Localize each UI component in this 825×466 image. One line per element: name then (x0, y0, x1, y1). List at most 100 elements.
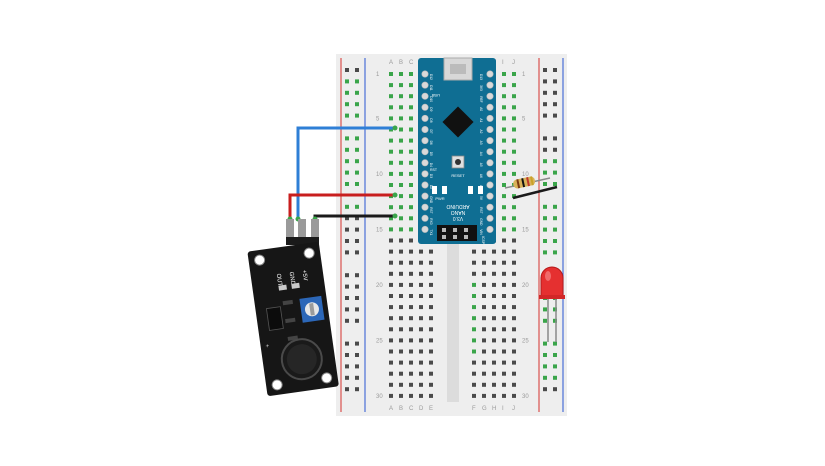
nano-pin (486, 137, 494, 145)
rail-hole (553, 307, 557, 312)
column-letter: E (429, 406, 433, 412)
hole (409, 205, 413, 210)
hole (482, 271, 486, 276)
rail-hole (345, 159, 349, 164)
hole (399, 149, 403, 154)
hole (409, 382, 413, 387)
hole (389, 205, 393, 210)
hole (409, 227, 413, 232)
icsp-label: ICSP (481, 236, 485, 245)
nano-pin-label: D13 (479, 74, 483, 80)
column-letter: D (419, 406, 424, 412)
hole (482, 360, 486, 365)
hole (512, 249, 516, 254)
board-name-line3: V3.0 (453, 215, 464, 221)
hole (482, 327, 486, 332)
nano-pin-label: D4 (429, 163, 433, 167)
hole (389, 83, 393, 88)
rail-hole (345, 147, 349, 152)
row-number: 25 (522, 338, 529, 344)
hole (502, 294, 506, 298)
hole (502, 105, 506, 110)
rail-hole (543, 387, 547, 392)
hole (399, 316, 403, 321)
rail-hole (355, 284, 359, 289)
sound-sensor-module[interactable]: OUT GND +5V + (247, 219, 339, 396)
sensor-label-gnd: GND (288, 271, 296, 286)
rail-hole (543, 113, 547, 118)
nano-pin (421, 126, 429, 134)
hole (429, 249, 433, 254)
rail-hole (543, 353, 547, 357)
row-number: 5 (522, 116, 526, 122)
row-number: 10 (376, 172, 383, 178)
rail-hole (543, 159, 547, 164)
hole (512, 371, 516, 376)
nano-pin (421, 70, 429, 78)
nano-pin-label: GND (479, 218, 483, 226)
rail-hole (345, 387, 349, 392)
rail-hole (553, 147, 557, 152)
nano-pin-label: RST (479, 207, 483, 213)
row-number: 1 (522, 72, 526, 78)
hole (512, 271, 516, 276)
hole (419, 338, 423, 343)
rail-hole (355, 364, 359, 369)
nano-pin-label: 5V (479, 196, 483, 201)
rail-hole (345, 170, 349, 175)
hole (409, 116, 413, 121)
hole (389, 305, 393, 310)
rail-hole (345, 182, 349, 186)
rail-hole (543, 364, 547, 369)
nano-pin (421, 170, 429, 178)
nano-pin-label: A3 (479, 141, 483, 145)
column-letter: J (512, 60, 515, 66)
row-number: 30 (522, 394, 529, 400)
hole (482, 260, 486, 265)
hole (472, 382, 476, 387)
arduino-nano[interactable]: RESET PWR ARDUINO NANO V3.0 D12D11D10D9D… (418, 57, 496, 244)
nano-pin (421, 159, 429, 167)
hole (399, 360, 403, 365)
hole (389, 105, 393, 110)
nano-pin (486, 148, 494, 156)
rail-hole (345, 307, 349, 312)
hole (502, 327, 506, 332)
rail-hole (543, 227, 547, 232)
nano-pin (421, 81, 429, 89)
hole (389, 72, 393, 76)
icsp-pin (442, 235, 446, 239)
rail-hole (345, 296, 349, 300)
hole (429, 371, 433, 376)
hole (409, 171, 413, 176)
hole (502, 227, 506, 232)
hole (492, 382, 496, 387)
rail-hole (553, 216, 557, 221)
rail-hole (345, 341, 349, 346)
hole (472, 371, 476, 376)
hole (512, 316, 516, 321)
hole (389, 360, 393, 365)
rail-hole (543, 90, 547, 95)
rail-hole (543, 68, 547, 72)
nano-pin (486, 103, 494, 111)
hole (472, 305, 476, 310)
hole (472, 349, 476, 354)
hole (429, 349, 433, 354)
rail-hole (355, 273, 359, 278)
hole (389, 183, 393, 187)
hole (502, 338, 506, 343)
nano-pin (486, 114, 494, 122)
rail-hole (345, 90, 349, 95)
hole (472, 393, 476, 398)
hole (399, 382, 403, 387)
hole (419, 393, 423, 398)
hole (492, 260, 496, 265)
nano-pin-label: D7 (429, 130, 433, 134)
rail-hole (553, 250, 557, 255)
nano-pin-label: A6 (479, 174, 483, 178)
hole (472, 282, 476, 287)
black-jumper-right (512, 185, 558, 200)
hole (492, 371, 496, 376)
nano-pin-label: D3 (429, 174, 433, 178)
